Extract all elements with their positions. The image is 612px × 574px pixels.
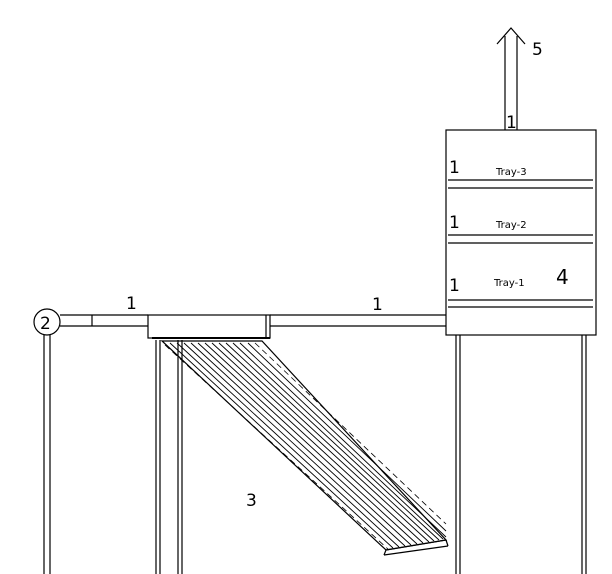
air-duct: [60, 314, 446, 339]
collector-legs: [155, 340, 183, 574]
tray2-index: 1: [449, 213, 460, 233]
drying-chamber: [445, 129, 597, 574]
chimney-label: 1: [506, 113, 517, 133]
exhaust-label: 5: [532, 40, 543, 60]
fan-icon: [33, 308, 61, 574]
tray1-index: 1: [449, 276, 460, 296]
tray2-label: Tray-2: [495, 220, 527, 231]
exhaust-chimney: [496, 27, 526, 130]
duct-label-right: 1: [372, 295, 383, 315]
tray3-index: 1: [449, 158, 460, 178]
duct-label-left: 1: [126, 294, 137, 314]
collector-label: 3: [246, 491, 257, 511]
tray1-label: Tray-1: [493, 278, 525, 289]
exhaust-arrow-icon: [496, 27, 526, 45]
tray3-label: Tray-3: [495, 167, 527, 178]
chamber-label: 4: [556, 265, 569, 289]
fan-label: 2: [40, 314, 51, 334]
solar-collector: [160, 340, 449, 556]
